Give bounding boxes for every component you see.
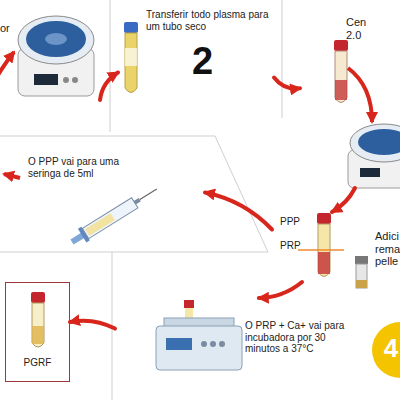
centrifuge-rotor xyxy=(358,129,400,155)
panel-separator xyxy=(110,0,111,132)
incubator-button xyxy=(219,341,225,347)
step-panel: O PRP + Ca+ vai para incubadora por 30 m… xyxy=(115,298,347,400)
tube-body xyxy=(356,264,367,288)
incubator-display xyxy=(166,338,192,350)
tube-pellet xyxy=(356,280,367,288)
panel-separator xyxy=(282,0,283,118)
centrifuge-hub xyxy=(45,33,67,45)
step-text: Transferir todo plasma para um tubo seco xyxy=(146,9,273,32)
flow-arrow xyxy=(205,193,272,230)
tube-cap xyxy=(355,256,368,264)
step-panel: O PPP vai para uma seringa de 5ml xyxy=(0,140,205,245)
flow-arrow xyxy=(274,78,300,89)
centrifuge-button xyxy=(63,77,69,83)
flow-arrow xyxy=(4,174,20,178)
tube-body xyxy=(32,303,44,347)
tube-cap xyxy=(334,40,348,51)
tube-content xyxy=(32,326,44,344)
flow-arrow xyxy=(332,188,355,212)
centrifuge-rotor xyxy=(26,21,86,57)
flow-arrow xyxy=(259,282,302,298)
step-panel: Adici rema pelle 4 xyxy=(350,222,400,400)
step-text: 2 xyxy=(192,40,226,84)
tube-content xyxy=(318,252,330,274)
step-text: Cen 2.0 xyxy=(346,16,374,41)
tube-cap xyxy=(124,22,138,33)
flow-arrow xyxy=(348,68,372,122)
centrifuge-display xyxy=(360,168,380,177)
syringe-barrel xyxy=(82,198,138,239)
centrifuge-button xyxy=(72,77,78,83)
centrifuge-display xyxy=(34,74,58,85)
centrifuge-lid xyxy=(18,16,94,64)
syringe-hub xyxy=(134,198,141,205)
step-text: PRP xyxy=(280,240,310,252)
separation-line xyxy=(298,249,344,251)
step-text: Adici rema pelle xyxy=(375,230,400,268)
tube-cap xyxy=(31,292,45,303)
step-panel: PPP PRP xyxy=(272,212,347,282)
step-panel: or xyxy=(0,0,100,125)
tube-cap xyxy=(184,300,194,308)
step-text: O PPP vai para uma seringa de 5ml xyxy=(28,156,128,179)
incubator-button xyxy=(210,341,216,347)
result-box: PGRF xyxy=(5,282,70,382)
flow-arrow xyxy=(0,52,14,78)
step-text: 4 xyxy=(376,334,400,364)
syringe-needle xyxy=(140,189,157,200)
step-text: PGRF xyxy=(6,357,69,369)
centrifuge-lid xyxy=(350,124,400,162)
flow-arrow xyxy=(100,73,118,101)
flow-arrow xyxy=(70,321,115,329)
panel-separator xyxy=(0,136,215,137)
tube-cap xyxy=(317,213,331,224)
step-panel: Cen 2.0 xyxy=(300,0,400,188)
step-text: O PRP + Ca+ vai para incubadora por 30 m… xyxy=(245,320,349,355)
step-number-circle: 4 xyxy=(372,322,400,378)
step-text: or xyxy=(0,22,30,35)
panel-separator xyxy=(215,136,268,252)
incubator-button xyxy=(201,341,207,347)
step-text: PPP xyxy=(280,216,310,228)
tube-body xyxy=(335,51,347,103)
syringe-content xyxy=(85,213,115,236)
syringe xyxy=(68,182,161,249)
tube-label xyxy=(125,48,137,66)
tube-body xyxy=(125,33,137,93)
incubator-body xyxy=(156,326,242,370)
panel-separator xyxy=(0,252,268,253)
step-panel: Transferir todo plasma para um tubo seco… xyxy=(118,0,274,125)
tube-content xyxy=(335,80,347,100)
panel-separator xyxy=(112,252,113,400)
